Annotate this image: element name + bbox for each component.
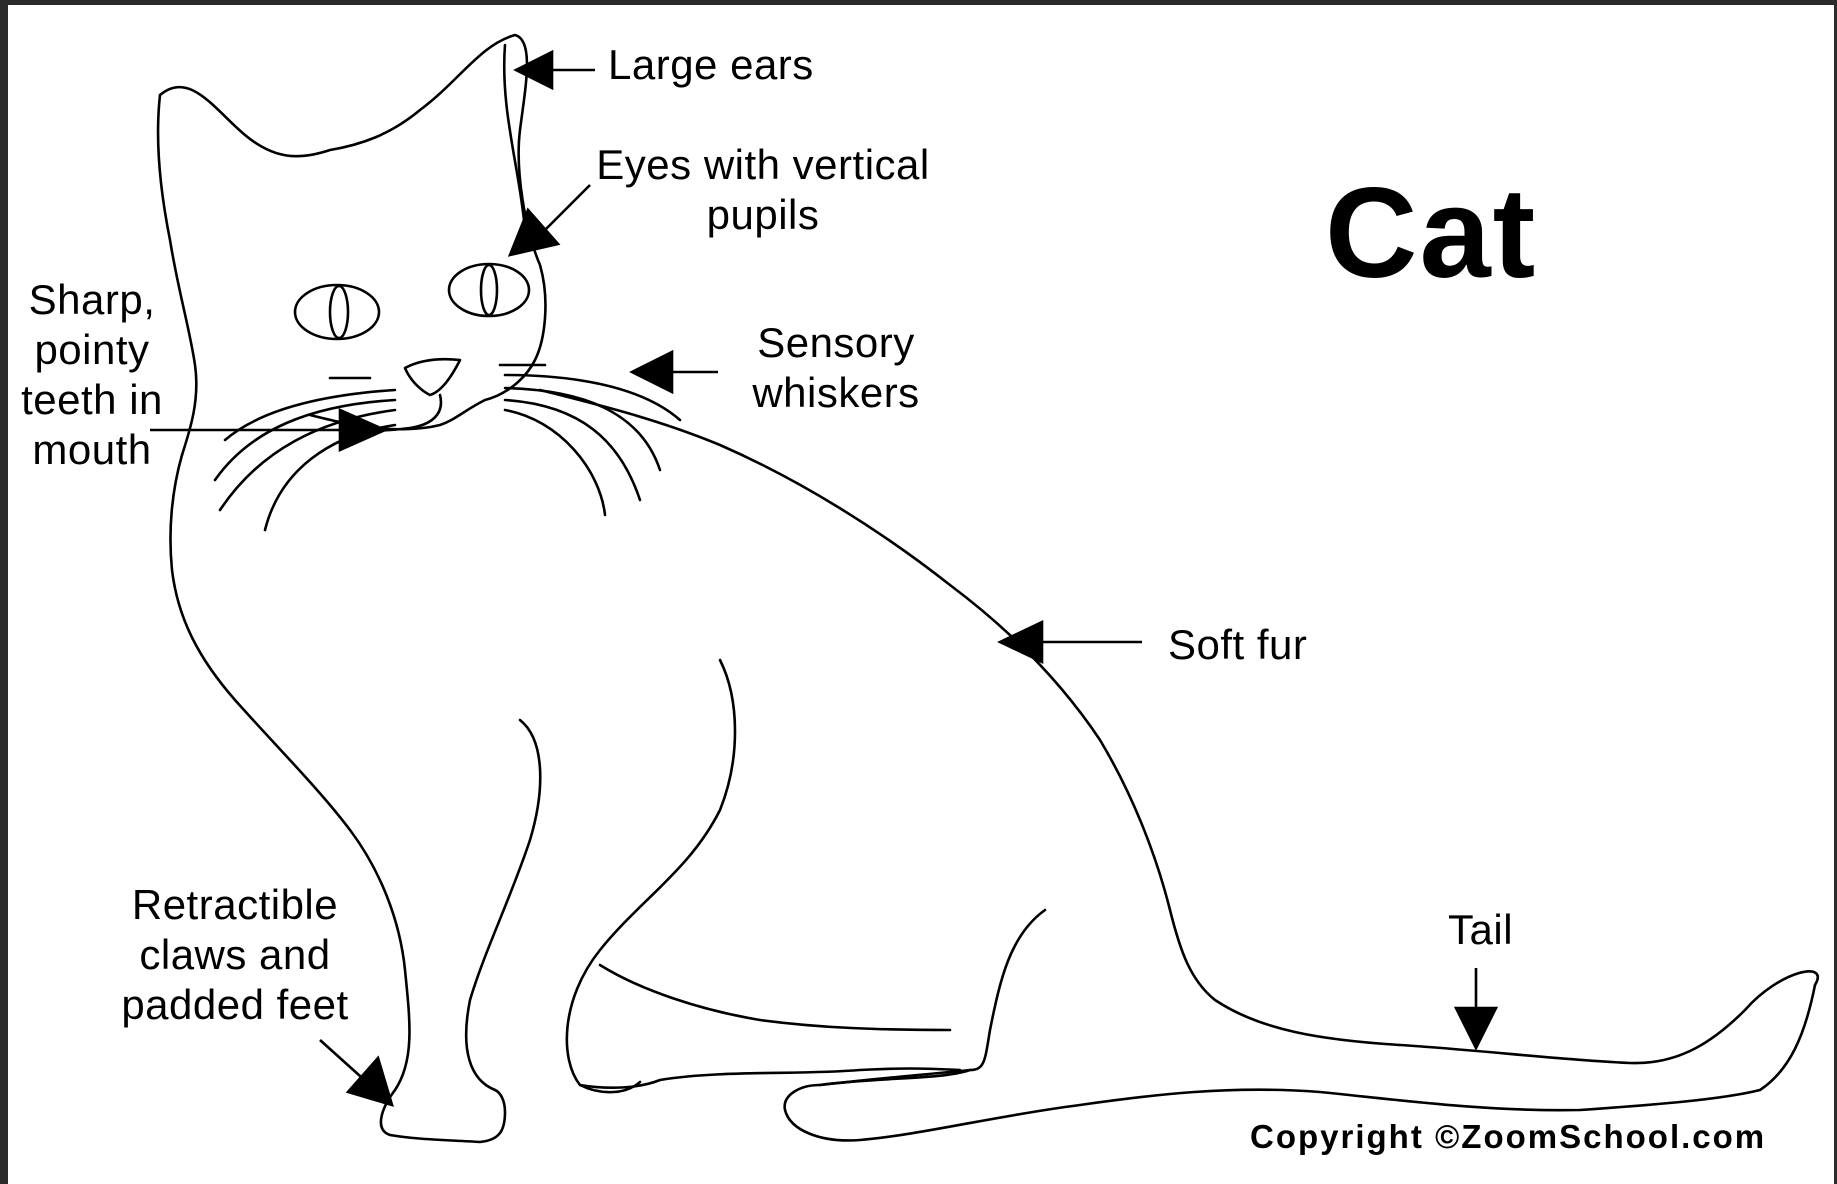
- cat-front-leg-inner: [567, 660, 735, 1092]
- arrow-tail-head: [1456, 1008, 1496, 1048]
- cat-nose: [405, 359, 460, 395]
- whisker-left-2: [215, 400, 395, 480]
- label-tail: Tail: [1448, 905, 1513, 955]
- whisker-left-4: [265, 425, 395, 530]
- cat-front-leg-2: [466, 720, 540, 1090]
- whisker-right-2: [505, 388, 660, 470]
- label-eyes: Eyes with vertical pupils: [583, 140, 943, 240]
- cat-belly: [600, 965, 950, 1030]
- arrow-fur-head: [1000, 622, 1042, 662]
- cat-back-outline: [540, 390, 1818, 1063]
- cat-head-outline: [160, 35, 545, 429]
- label-soft-fur: Soft fur: [1168, 620, 1307, 670]
- cat-left-pupil: [330, 286, 348, 338]
- cat-right-pupil: [481, 265, 497, 315]
- cat-front-paw: [381, 1090, 505, 1142]
- arrow-whiskers-head: [632, 352, 672, 392]
- label-claws: Retractible claws and padded feet: [100, 880, 370, 1030]
- label-whiskers: Sensory whiskers: [736, 318, 936, 418]
- arrow-eyes-head: [510, 210, 558, 255]
- cat-hind-leg: [820, 910, 1045, 1085]
- cat-left-eye: [295, 285, 379, 339]
- cat-right-eye: [449, 264, 529, 316]
- label-teeth: Sharp, pointy teeth in mouth: [12, 275, 172, 475]
- arrow-ears-head: [516, 52, 552, 88]
- arrow-claws-head: [348, 1058, 392, 1105]
- copyright-text: Copyright ©ZoomSchool.com: [1250, 1118, 1766, 1156]
- diagram-title: Cat: [1325, 160, 1537, 307]
- label-large-ears: Large ears: [608, 40, 814, 90]
